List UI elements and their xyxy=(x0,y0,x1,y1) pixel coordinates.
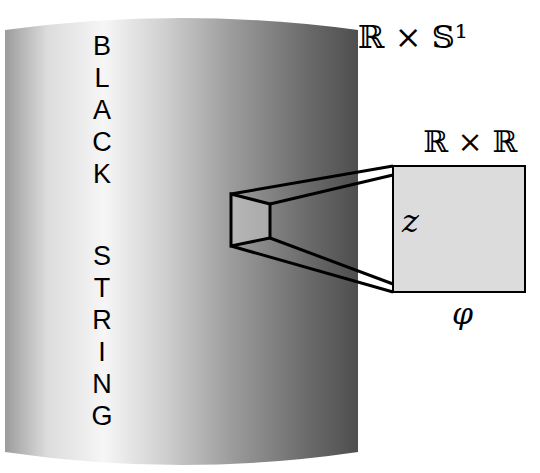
cylinder-body xyxy=(5,18,358,465)
space-label: ℝ × 𝕊¹ xyxy=(358,18,468,56)
zoom-line xyxy=(231,166,393,292)
black-string-cylinder: BLACK STRING xyxy=(5,12,359,472)
axis-label: z xyxy=(402,201,419,241)
space-label: ℝ × ℝ xyxy=(423,124,517,160)
cylinder-shape xyxy=(5,12,359,472)
zoom-square: z xyxy=(392,165,526,293)
vertical-title: BLACK STRING xyxy=(77,30,127,432)
zoom-window xyxy=(231,194,270,246)
axis-label: φ xyxy=(452,296,473,332)
